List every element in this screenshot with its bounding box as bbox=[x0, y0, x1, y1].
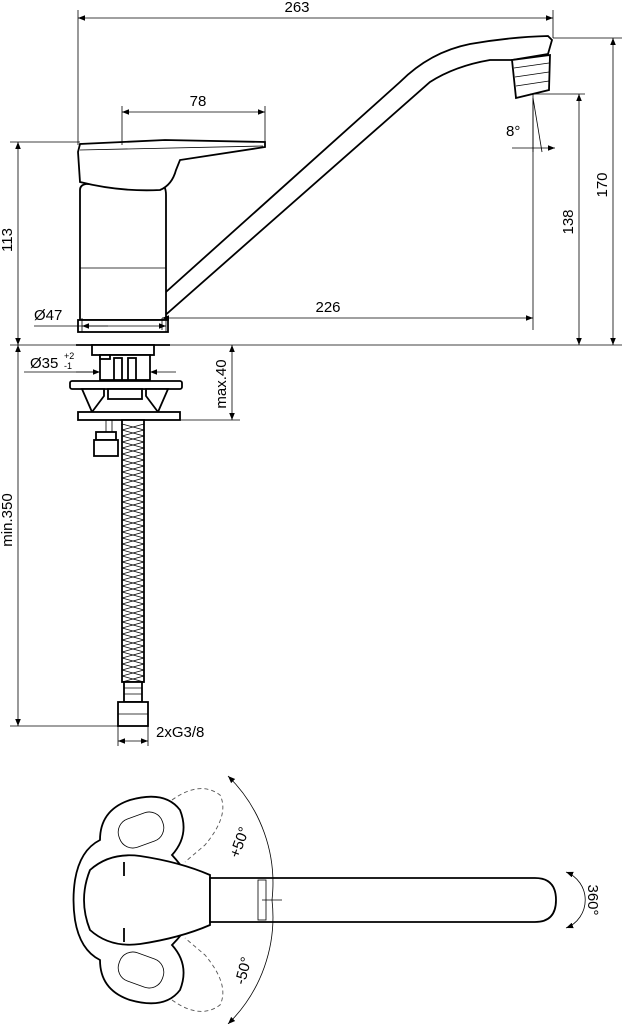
rotation-label: 360° bbox=[584, 884, 601, 915]
plan-spout bbox=[209, 877, 557, 923]
mounting-assembly bbox=[69, 354, 183, 457]
dimension-lines: 263 78 8° 170 138 113 226 Ø47 Ø35 +2 -1 … bbox=[0, 0, 622, 746]
dim-hole-diameter: Ø35 bbox=[30, 355, 58, 372]
dim-lever-length: 78 bbox=[190, 93, 207, 110]
dim-total-height: 170 bbox=[594, 172, 611, 197]
dim-spout-height: 138 bbox=[560, 209, 577, 234]
clamp-plate bbox=[77, 411, 181, 421]
faucet-body bbox=[79, 183, 167, 321]
faucet-side-view bbox=[76, 35, 554, 356]
spout bbox=[155, 35, 554, 320]
dim-hole-tol-plus: +2 bbox=[64, 351, 74, 361]
dim-spout-angle: 8° bbox=[506, 123, 520, 140]
swing-plus-label: +50° bbox=[226, 825, 253, 860]
aerator bbox=[511, 53, 551, 100]
lever bbox=[77, 139, 266, 192]
dim-reach: 226 bbox=[315, 299, 340, 316]
plan-lever bbox=[83, 854, 211, 946]
swing-minus-label: -50° bbox=[232, 955, 256, 986]
faucet-plan-view: +50° -50° 360° bbox=[72, 775, 601, 1025]
dim-max-deck: max.40 bbox=[213, 359, 230, 408]
dim-body-height: 113 bbox=[0, 228, 16, 252]
mounting-bracket bbox=[69, 380, 183, 390]
dim-connection: 2xG3/8 bbox=[156, 724, 204, 741]
dim-hose-min: min.350 bbox=[0, 493, 16, 546]
dim-total-length: 263 bbox=[284, 0, 309, 16]
dim-base-diameter: Ø47 bbox=[34, 307, 62, 324]
dim-hole-tol-minus: -1 bbox=[64, 361, 72, 371]
braided-hose bbox=[117, 419, 149, 727]
